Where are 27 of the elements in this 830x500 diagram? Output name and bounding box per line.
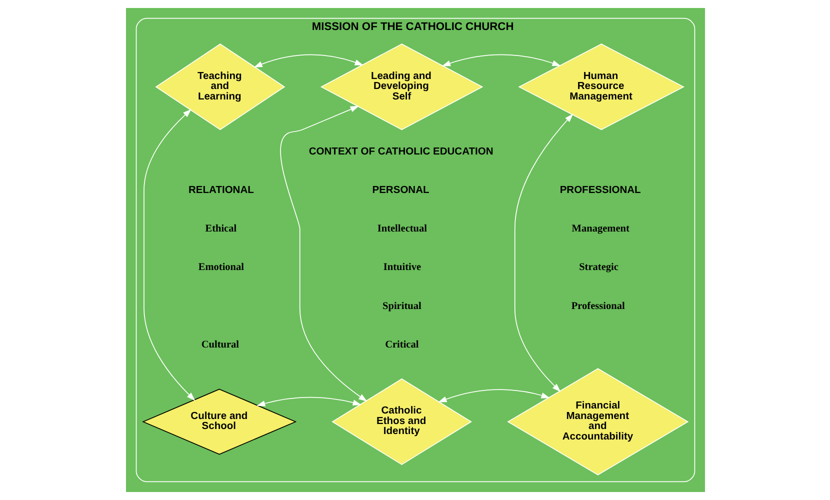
node-diamond: Leading and Developing Self	[320, 44, 483, 130]
label: Cultural	[200, 339, 239, 350]
label: CONTEXT OF CATHOLIC EDUCATION	[308, 146, 493, 158]
arrow	[280, 106, 367, 402]
arrow	[253, 54, 363, 68]
node-diamond: Teaching and Learning	[154, 44, 285, 130]
node-diamond: Human Resource Management	[518, 44, 684, 130]
label: Strategic	[578, 262, 618, 274]
label: Intellectual	[376, 224, 426, 235]
arrow	[441, 54, 560, 66]
label: Critical	[384, 339, 418, 350]
label: Emotional	[198, 262, 244, 274]
label: PROFESSIONAL	[559, 185, 640, 196]
label: Professional	[570, 300, 624, 312]
arrow	[438, 389, 550, 402]
label: Management	[571, 224, 629, 235]
label: Intuitive	[382, 262, 421, 274]
label: Spiritual	[382, 300, 421, 312]
arrow	[514, 114, 573, 392]
arrow	[256, 396, 361, 406]
node-diamond: Financial Management and Accountability	[506, 368, 688, 476]
arrow	[143, 109, 195, 401]
label: RELATIONAL	[188, 185, 254, 196]
node-diamond: Culture and School	[142, 388, 296, 455]
label: Ethical	[204, 224, 236, 235]
label: PERSONAL	[372, 185, 429, 196]
node-diamond: Catholic Ethos and Identity	[331, 378, 472, 466]
